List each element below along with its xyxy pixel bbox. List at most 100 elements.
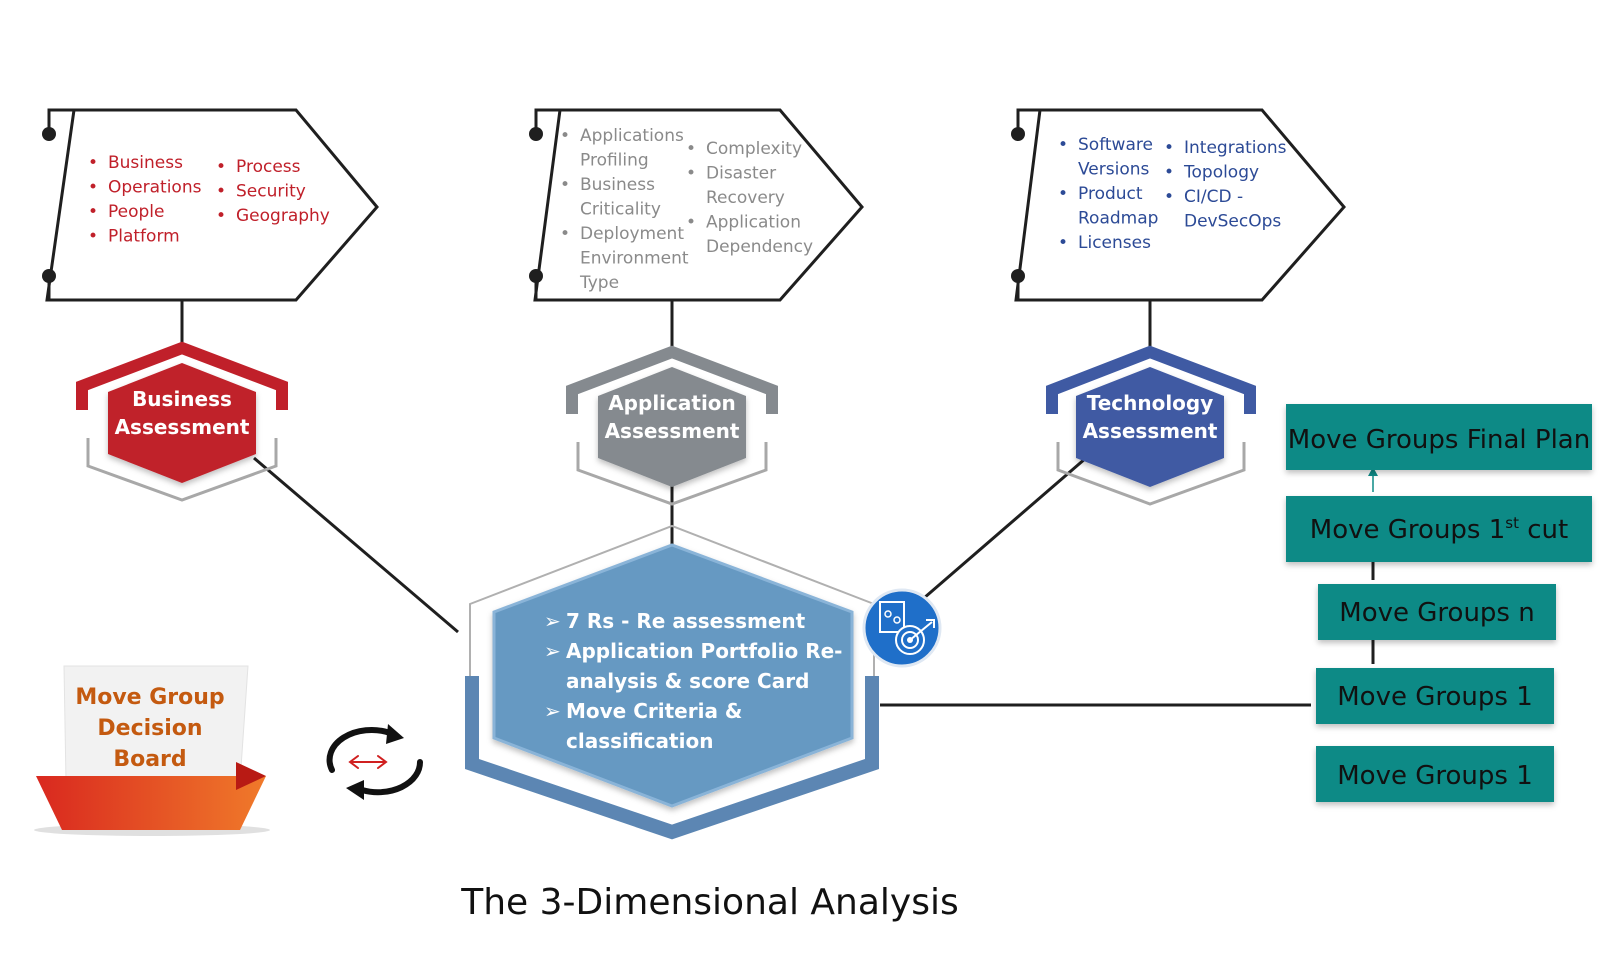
bullet-dot: • [216,157,226,177]
technology-heading-line1: Technology [1087,391,1214,415]
connector-technology-center [923,456,1087,600]
center-line4: Move Criteria & [566,699,742,723]
bullet-dot: • [686,164,696,184]
bullet-item: Recovery [706,188,785,208]
bullet-item: Deployment [580,224,684,244]
business-heading-line1: Business [132,387,232,411]
callout-dot [529,269,543,283]
bullet-item: Geography [236,206,330,226]
business-assessment-hexagon: Business Assessment [76,341,288,502]
technology-heading-line2: Assessment [1083,419,1218,443]
bullet-item: Roadmap [1078,209,1158,229]
business-callout [42,108,379,302]
technology-callout [1011,108,1346,302]
application-assessment-hexagon: Application Assessment [566,345,778,506]
center-arrow-bullet: ➢ [544,699,561,723]
bullet-dot: • [88,153,98,173]
bullet-item: Business [580,175,655,195]
svg-text:Move Groups 1st cut: Move Groups 1st cut [1310,514,1568,545]
center-arrow-bullet: ➢ [544,609,561,633]
callout-dot [42,269,56,283]
callout-dot [42,127,56,141]
bullet-item: Type [579,273,619,293]
business-bullets: •Business•Operations•People•Platform •Pr… [88,153,330,247]
first-cut-prefix: Move Groups 1 [1310,515,1506,545]
bullet-dot: • [1058,184,1068,204]
bullet-dot: • [560,224,570,244]
bullet-item: Topology [1183,163,1259,183]
center-line5: classification [566,729,713,753]
svg-text:Move Groups n: Move Groups n [1339,598,1534,628]
application-bullets: •ApplicationsProfiling•BusinessCriticali… [560,126,813,293]
bullet-item: CI/CD - [1184,187,1243,207]
svg-text:Move Groups Final Plan: Move Groups Final Plan [1288,425,1590,455]
connector-business-center [253,456,459,634]
center-line2: Application Portfolio Re- [566,639,842,663]
bullet-item: Versions [1078,160,1150,180]
bullet-dot: • [1058,233,1068,253]
bullet-dot: • [686,213,696,233]
bullet-item: Applications [580,126,684,146]
decision-board-line1: Move Group [75,685,224,710]
center-line1: 7 Rs - Re assessment [566,609,806,633]
bullet-item: Software [1078,135,1153,155]
center-line3: analysis & score Card [566,669,809,693]
first-cut-sup: st [1505,514,1519,532]
connectors [180,300,1375,707]
bullet-item: Platform [108,227,180,247]
application-heading-line1: Application [608,391,736,415]
bullet-dot: • [216,182,226,202]
center-hexagon: ➢ 7 Rs - Re assessment ➢ Application Por… [465,524,879,840]
move-groups-1-b: Move Groups 1 [1316,746,1554,802]
bullet-dot: • [560,126,570,146]
first-cut-suffix: cut [1519,515,1568,545]
bullet-item: Environment [580,249,689,269]
move-groups-stack: Move Groups Final Plan Move Groups 1st c… [1286,404,1592,802]
callout-dot [1011,127,1025,141]
bullet-dot: • [88,202,98,222]
bullet-dot: • [1164,187,1174,207]
target-analysis-icon [862,588,942,668]
bullet-dot: • [560,175,570,195]
bullet-dot: • [88,227,98,247]
bullet-dot: • [1164,163,1174,183]
bullet-dot: • [216,206,226,226]
center-arrow-bullet: ➢ [544,639,561,663]
arrow-head-up [1368,467,1378,476]
callout-dot [529,127,543,141]
bullet-item: Product [1078,184,1143,204]
cycle-arrows-icon [326,724,424,800]
callout-dot [1011,269,1025,283]
bullet-item: Operations [108,178,202,198]
bullet-dot: • [686,139,696,159]
svg-text:Move Groups 1: Move Groups 1 [1337,682,1533,712]
business-heading-line2: Assessment [115,415,250,439]
bullet-item: Disaster [706,164,776,184]
bullet-item: DevSecOps [1184,212,1281,232]
svg-text:Move Groups 1: Move Groups 1 [1337,761,1533,791]
move-groups-final-plan: Move Groups Final Plan [1286,404,1592,470]
bullet-item: Process [236,157,301,177]
decision-board: Move Group Decision Board [34,665,270,836]
bullet-dot: • [1058,135,1068,155]
diagram-title: The 3-Dimensional Analysis [460,882,958,923]
bullet-item: People [108,202,164,222]
bullet-item: Integrations [1184,138,1287,158]
technology-assessment-hexagon: Technology Assessment [1046,345,1256,506]
bullet-item: Criticality [580,200,661,220]
bullet-dot: • [1164,138,1174,158]
application-heading-line2: Assessment [605,419,740,443]
bullet-item: Application [706,213,801,233]
move-groups-n: Move Groups n [1318,584,1556,640]
move-groups-first-cut: Move Groups 1st cut [1286,496,1592,562]
bullet-item: Dependency [706,237,813,257]
bullet-dot: • [88,178,98,198]
move-groups-1-a: Move Groups 1 [1316,668,1554,724]
application-callout [529,108,864,302]
bullet-item: Complexity [706,139,802,159]
bullet-item: Licenses [1078,233,1151,253]
bullet-item: Profiling [580,151,649,171]
bullet-item: Security [236,182,306,202]
